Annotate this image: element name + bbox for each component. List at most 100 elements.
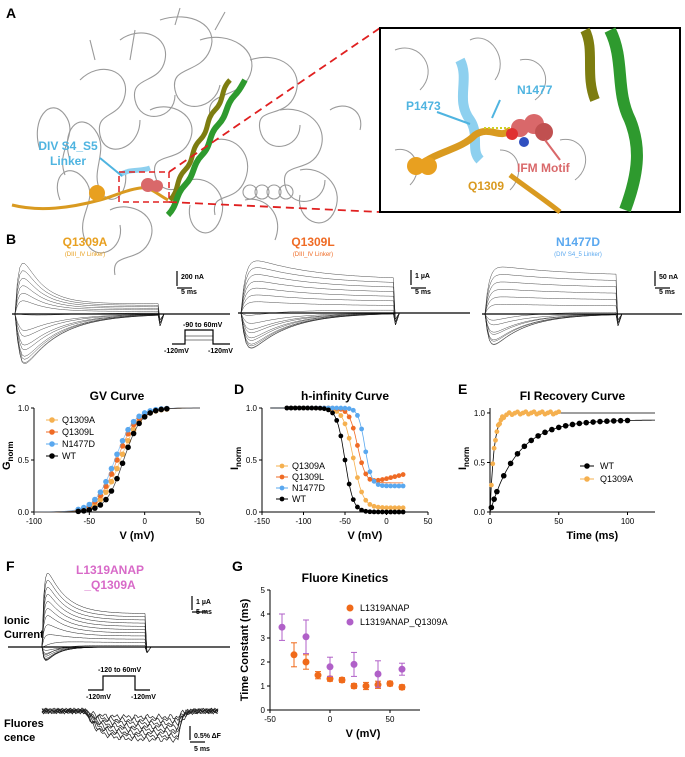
hinf-point-N1477D-24 — [384, 483, 389, 489]
q1309-sphere — [89, 185, 105, 201]
fir-point-WT-14 — [576, 420, 583, 427]
fk-xtick-label-2: 50 — [386, 715, 395, 724]
hinf-point-WT-16 — [350, 497, 356, 503]
hinf-point-WT-8 — [317, 405, 323, 411]
ionic-trace-8 — [8, 646, 230, 660]
fir-point-WT-8 — [535, 433, 541, 439]
div-s4s5-helix — [118, 165, 151, 178]
ionic-trace-19 — [8, 573, 230, 654]
trace-n1477d-6 — [482, 313, 682, 341]
fir-xtick-label-1: 50 — [554, 517, 563, 526]
fir-point-Q1309A-1 — [490, 461, 496, 467]
gv-point-WT-12 — [141, 414, 148, 420]
hinf-point-Q1309A-18 — [359, 489, 364, 495]
gv-point-WT-6 — [108, 488, 115, 494]
gv-point-N1477D-12 — [141, 410, 148, 416]
fir-point-WT-15 — [583, 419, 590, 426]
f-title-2: _Q1309A — [83, 578, 136, 592]
hinf-point-Q1309A-23 — [379, 505, 385, 510]
fir-fit-Q1309A — [489, 412, 655, 513]
hinf-point-Q1309A-28 — [400, 505, 406, 511]
hinf-point-Q1309L-24 — [384, 476, 389, 482]
zoom-box — [118, 171, 170, 203]
fir-fit-WT — [489, 419, 655, 513]
hinf-point-WT-25 — [388, 509, 394, 515]
hinf-point-N1477D-25 — [388, 483, 394, 489]
hinf-xtick-label-4: 50 — [424, 517, 433, 526]
gv-point-WT-1 — [81, 508, 87, 514]
ifm-sphere — [141, 178, 155, 192]
ionic-trace-7 — [8, 646, 230, 661]
fk-point-L1319ANAP_Q1309A-4 — [374, 670, 382, 678]
hinf-point-WT-18 — [359, 507, 364, 513]
ifm-motif-label: IFM Motif — [517, 161, 571, 175]
trace-n1477d-10 — [482, 296, 682, 324]
hinf-ylabel-sub: norm — [234, 447, 243, 467]
fluor-trace-1 — [41, 707, 219, 724]
fk-legend-marker-0 — [346, 604, 354, 612]
n1477-label: N1477 — [517, 83, 553, 97]
fir-point-Q1309A-29 — [556, 409, 562, 415]
ionic-trace-18 — [8, 580, 230, 654]
hinf-point-Q1309A-27 — [396, 505, 402, 511]
hinf-point-N1477D-16 — [350, 407, 356, 413]
hinf-point-Q1309A-26 — [392, 505, 398, 511]
fir-ylabel-sub: norm — [462, 447, 471, 467]
fir-xlabel: Time (ms) — [566, 530, 618, 542]
panel-label-g: G — [232, 558, 243, 574]
fir-point-WT-7 — [528, 437, 535, 444]
hinf-point-N1477D-27 — [396, 483, 402, 489]
protocol-range-f: -120 to 60mV — [98, 667, 142, 674]
f-scale-fx: 5 ms — [194, 746, 210, 753]
trace-q1309l-2 — [238, 312, 470, 334]
hinf-point-WT-17 — [355, 504, 360, 510]
fir-point-WT-1 — [491, 496, 497, 502]
linker-gold — [11, 186, 169, 211]
fluor-label-1: Fluores — [4, 718, 44, 730]
f-scale-x: 5 ms — [196, 609, 212, 616]
hinf-point-Q1309L-20 — [367, 476, 373, 482]
trace-q1309l-3 — [238, 312, 470, 341]
gv-point-Q1309A-5 — [103, 489, 109, 495]
trace-n1477d-5 — [482, 313, 682, 345]
hinf-point-WT-0 — [284, 405, 290, 411]
hinf-point-Q1309A-21 — [371, 503, 377, 509]
fk-point-L1319ANAP_Q1309A-5 — [398, 665, 406, 673]
fir-xtick-label-2: 100 — [621, 517, 635, 526]
trace-sub-q1309a: (DIII_IV Linker) — [65, 252, 105, 258]
gv-point-N1477D-6 — [108, 465, 115, 472]
gv-ytick-label-0: 0.0 — [18, 508, 30, 517]
fir-point-WT-20 — [617, 417, 624, 424]
fk-ytick-label-3: 3 — [261, 634, 266, 643]
hinf-point-WT-9 — [321, 406, 327, 412]
fk-point-L1319ANAP-2 — [314, 671, 322, 679]
fk-ytick-label-0: 0 — [261, 706, 266, 715]
hinf-point-WT-20 — [367, 509, 373, 515]
gv-legend-label-3: WT — [62, 451, 76, 461]
trace-title-n1477d: N1477D — [556, 235, 600, 249]
panel-label-e: E — [458, 381, 467, 397]
hinf-point-Q1309A-20 — [367, 502, 373, 507]
hinf-point-WT-4 — [301, 405, 306, 411]
hinf-point-WT-5 — [305, 405, 311, 411]
fir-point-WT-12 — [562, 422, 569, 429]
hinf-point-WT-14 — [342, 457, 348, 463]
trace-q1309l-9 — [238, 312, 470, 330]
fluor-trace-6 — [41, 707, 219, 740]
fk-ytick-label-2: 2 — [261, 658, 266, 667]
hinf-point-Q1309L-14 — [342, 409, 348, 414]
ionic-trace-0 — [8, 646, 230, 654]
gv-legend-label-0: Q1309A — [62, 415, 95, 425]
current-traces — [12, 260, 682, 365]
gv-point-WT-4 — [97, 502, 104, 508]
hinf-point-WT-21 — [371, 509, 377, 515]
scale-y-b2: 1 µA — [415, 273, 430, 280]
scale-y-b3: 50 nA — [659, 274, 678, 281]
fir-point-WT-4 — [507, 460, 514, 467]
fk-ylabel: Time Constant (ms) — [239, 598, 251, 701]
protocol-hold-left-f: -120mV — [86, 694, 111, 701]
fk-point-L1319ANAP-3 — [326, 675, 334, 683]
ionic-trace-11 — [8, 634, 230, 654]
protocol-hold-right-f: -120mV — [131, 694, 156, 701]
